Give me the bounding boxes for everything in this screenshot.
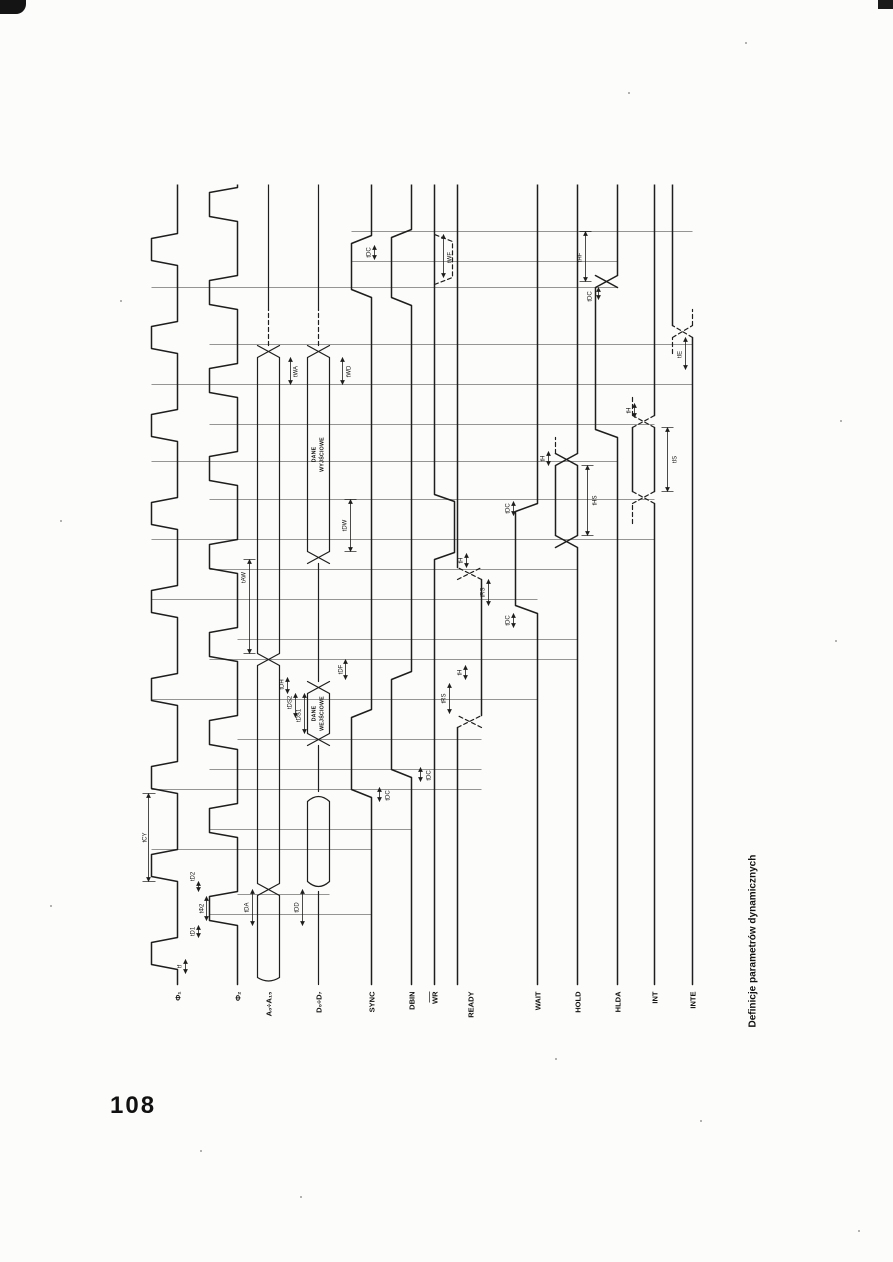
signal-label-phi1: Φ₁ — [174, 992, 183, 1001]
param-label-tdc-wait1: tDC — [506, 615, 512, 626]
timing-diagram: tCY tf tD1 tΦ2 tD2 tDA tDD tDC tDC tDS1 … — [142, 184, 759, 1028]
signal-label-data-bus: D₀÷D₇ — [315, 991, 324, 1012]
param-label-tdc-sync2: tDC — [367, 247, 373, 258]
input-data-annotation-line1: DANE — [312, 705, 318, 721]
signal-label-inte: INTE — [689, 992, 698, 1009]
waveform-hold — [554, 184, 579, 986]
param-label-tdc-dbin: tDC — [427, 770, 433, 781]
waveform-inte-crossover — [671, 308, 694, 355]
signal-labels: Φ₁ Φ₂ A₀÷A₁₅ D₀÷D₇ SYNC DBIN WR READY WA… — [174, 991, 698, 1018]
signal-label-hlda: HLDA — [614, 991, 623, 1012]
signal-label-hold: HOLD — [574, 991, 583, 1013]
param-label-th1: tH — [458, 670, 464, 676]
rotated-diagram-container: tCY tf tD1 tΦ2 tD2 tDA tDD tDC tDC tDS1 … — [140, 184, 762, 1030]
param-label-tdf: tDF — [339, 664, 345, 674]
signal-label-phi2: Φ₂ — [234, 992, 243, 1002]
output-data-annotation-line1: DANE — [312, 446, 318, 462]
waveform-address-bus — [256, 184, 281, 982]
param-label-tds2: tDS2 — [288, 695, 294, 709]
param-label-th3: tH — [541, 456, 547, 462]
waveform-wr — [433, 184, 456, 986]
param-label-tphi2: tΦ2 — [200, 903, 206, 913]
param-label-tis: tIS — [673, 456, 679, 463]
param-label-tdd: tDD — [295, 902, 301, 913]
signal-label-wait: WAIT — [534, 991, 543, 1010]
waveform-inte — [671, 184, 694, 986]
param-label-taw: tAW — [242, 572, 248, 583]
param-label-tie: tIE — [678, 351, 684, 358]
waveform-dbin — [390, 184, 413, 986]
param-label-th4: tH — [627, 408, 633, 414]
param-label-tda: tDA — [245, 902, 251, 912]
page-number: 108 — [110, 1092, 157, 1119]
param-label-tdc-wait2: tDC — [506, 503, 512, 514]
waveform-ready-crossovers — [456, 566, 483, 729]
waveform-phi1 — [150, 184, 179, 986]
waveform-ready — [456, 184, 483, 986]
scan-corner-mark — [878, 0, 893, 9]
waveform-int-crossovers — [631, 394, 656, 525]
signal-label-dbin: DBIN — [408, 992, 417, 1010]
param-label-twd: tWD — [347, 365, 353, 377]
param-label-tdw: tDW — [343, 519, 349, 531]
signal-label-wr: WR — [431, 991, 440, 1004]
waveform-wait — [514, 184, 539, 986]
waveform-data-bus — [306, 184, 331, 986]
waveform-sync — [350, 184, 373, 986]
param-label-twf: tWF — [448, 252, 454, 263]
signal-label-int: INT — [651, 991, 660, 1004]
scan-corner-mark — [0, 0, 26, 14]
param-label-trs1: tRS — [442, 693, 448, 703]
output-data-annotation-line2: WYJŚCIOWE — [319, 437, 326, 472]
param-label-tds1: tDS1 — [297, 708, 303, 722]
param-label-td1: tD1 — [191, 926, 197, 936]
waveforms — [150, 184, 694, 986]
dimension-arrows — [142, 231, 688, 974]
param-label-tdc-hlda: tDC — [588, 291, 594, 302]
input-data-annotation-line2: WEJŚCIOWE — [319, 696, 326, 731]
param-label-twa: tWA — [294, 366, 300, 377]
timing-parameter-labels: tCY tf tD1 tΦ2 tD2 tDA tDD tDC tDC tDS1 … — [143, 247, 684, 969]
signal-label-ready: READY — [467, 992, 476, 1018]
param-label-tf: tf — [178, 965, 184, 969]
signal-label-sync: SYNC — [368, 991, 377, 1012]
param-label-tdc-sync: tDC — [386, 790, 392, 801]
param-label-ths: tHS — [593, 495, 599, 505]
signal-label-address-bus: A₀÷A₁₅ — [265, 991, 274, 1016]
param-label-td2: tD2 — [191, 871, 197, 881]
param-label-tcy: tCY — [143, 832, 149, 842]
param-label-trs2: tRS — [481, 587, 487, 597]
param-label-tdh: tDH — [280, 679, 286, 689]
waveform-phi2 — [208, 184, 239, 986]
bus-annotations: DANE WEJŚCIOWE DANE WYJŚCIOWE — [312, 437, 326, 731]
waveform-int — [631, 184, 656, 986]
figure-caption: Definicje parametrów dynamicznych — [748, 855, 759, 1028]
waveform-hlda — [594, 184, 619, 986]
param-label-th2: tH — [459, 558, 465, 564]
param-label-thf: tHF — [578, 252, 584, 262]
